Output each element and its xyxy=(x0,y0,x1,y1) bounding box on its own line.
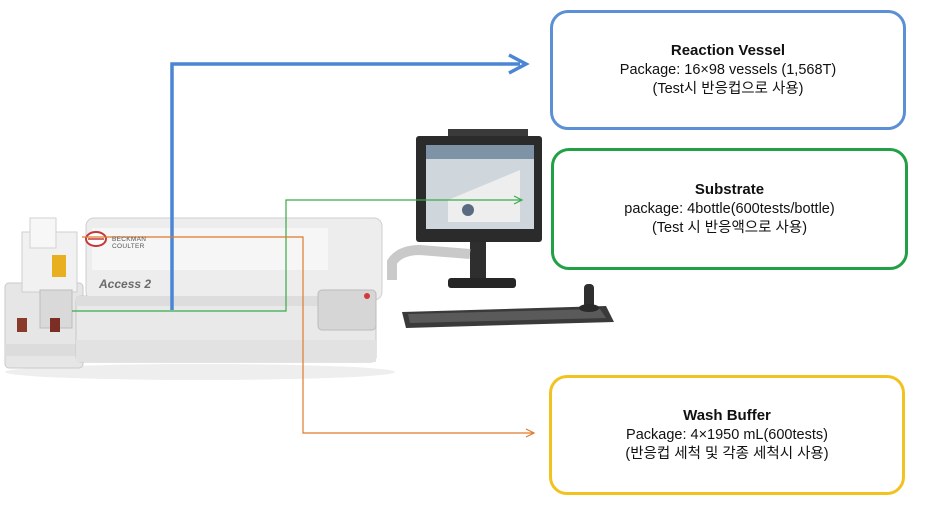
callout-note: (Test시 반응컵으로 사용) xyxy=(652,81,804,97)
wash-buffer-callout: Wash Buffer Package: 4×1950 mL(600tests)… xyxy=(549,375,905,495)
warning-label-icon xyxy=(52,255,66,277)
callout-title: Reaction Vessel xyxy=(670,42,786,59)
substrate-callout: Substrate package: 4bottle(600tests/bott… xyxy=(551,148,908,270)
callout-note: (반응컵 세척 및 각종 세척시 사용) xyxy=(625,446,829,462)
model-label: Access 2 xyxy=(99,277,152,291)
callout-title: Substrate xyxy=(694,181,765,198)
callout-package: package: 4bottle(600tests/bottle) xyxy=(624,201,835,217)
sample-tube xyxy=(50,318,60,332)
substrate-connector xyxy=(72,199,521,312)
reagent-module xyxy=(4,217,84,369)
arrow-right-icon xyxy=(525,428,536,438)
reaction-vessel-connector xyxy=(170,62,520,310)
reaction-vessel-callout: Reaction Vessel Package: 16×98 vessels (… xyxy=(550,10,906,130)
callout-package: Package: 4×1950 mL(600tests) xyxy=(626,427,828,443)
callout-note: (Test 시 반응액으로 사용) xyxy=(651,220,808,236)
callout-package: Package: 16×98 vessels (1,568T) xyxy=(619,62,837,78)
status-light-icon xyxy=(364,293,370,299)
barcode-scanner xyxy=(579,284,599,312)
floor-shadow xyxy=(5,364,395,380)
monitor-arm xyxy=(387,244,471,280)
analyzer-body xyxy=(75,217,383,363)
keyboard xyxy=(402,306,614,328)
sample-tube xyxy=(17,318,27,332)
monitor xyxy=(387,129,542,288)
arrow-right-icon xyxy=(508,53,530,75)
wash-buffer-connector xyxy=(82,236,534,434)
arrow-right-icon xyxy=(513,195,524,205)
callout-title: Wash Buffer xyxy=(683,407,771,424)
brand-name: BECKMAN COULTER xyxy=(112,236,147,250)
